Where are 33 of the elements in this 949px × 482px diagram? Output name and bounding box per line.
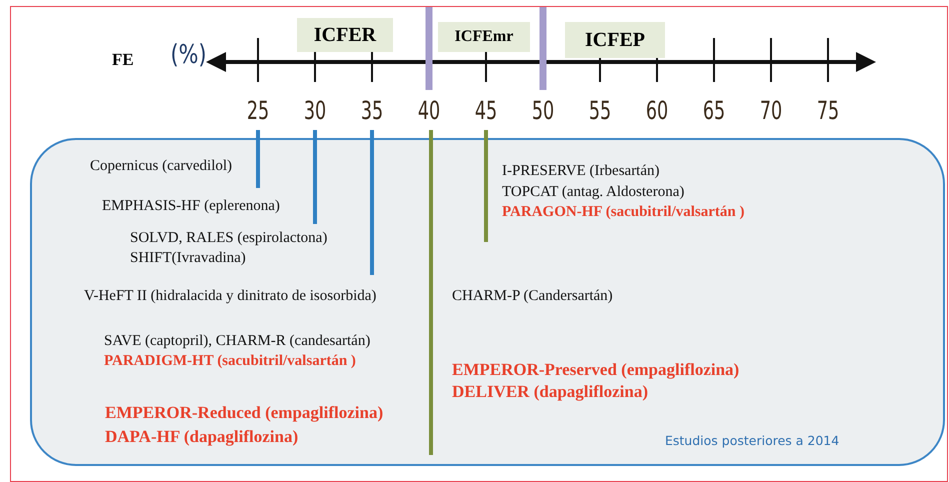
study-text: TOPCAT (antag. Aldosterona) [502,184,684,201]
tick-label: 45 [474,96,498,125]
study-text: SOLVD, RALES (espirolactona) [130,230,328,247]
study-text: I-PRESERVE (Irbesartán) [502,163,660,180]
study-text: DAPA-HF (dapagliflozina) [105,427,298,447]
range-label: ICFER [297,18,393,52]
axis-label: FE [112,50,134,70]
tick-label: 30 [302,96,328,125]
tick-label: 50 [530,96,556,125]
range-label: ICFEmr [438,22,530,52]
tick-label: 40 [416,96,442,125]
study-text: DELIVER (dapagliflozina) [452,382,648,402]
study-text: EMPEROR-Reduced (empagliflozina) [105,403,384,423]
study-text: SHIFT(Ivravadina) [130,250,246,267]
study-text: SAVE (captopril), CHARM-R (candesartán) [104,333,370,350]
rounded-panel [30,138,945,466]
tick-label: 35 [360,96,384,125]
note-text: Estudios posteriores a 2014 [665,433,840,448]
study-text: PARADIGM-HT (sacubitril/valsartán ) [104,353,356,370]
tick-label: 25 [246,96,270,125]
tick-label: 60 [644,96,670,125]
tick-label: 75 [816,96,840,125]
study-text: Copernicus (carvedilol) [90,158,232,175]
study-text: V-HeFT II (hidralacida y dinitrato de isosorbida) [84,288,376,305]
study-text: EMPEROR-Preserved (empagliflozina) [452,360,740,380]
range-label: ICFEP [565,22,665,58]
tick-label: 70 [758,96,784,125]
tick-label: 65 [702,96,726,125]
study-text: CHARM-P (Candersartán) [452,288,613,305]
study-text: PARAGON-HF (sacubitril/valsartán ) [502,204,744,221]
study-text: EMPHASIS-HF (eplerenona) [102,198,280,215]
unit-label: (%) [170,40,206,70]
tick-label: 55 [588,96,612,125]
